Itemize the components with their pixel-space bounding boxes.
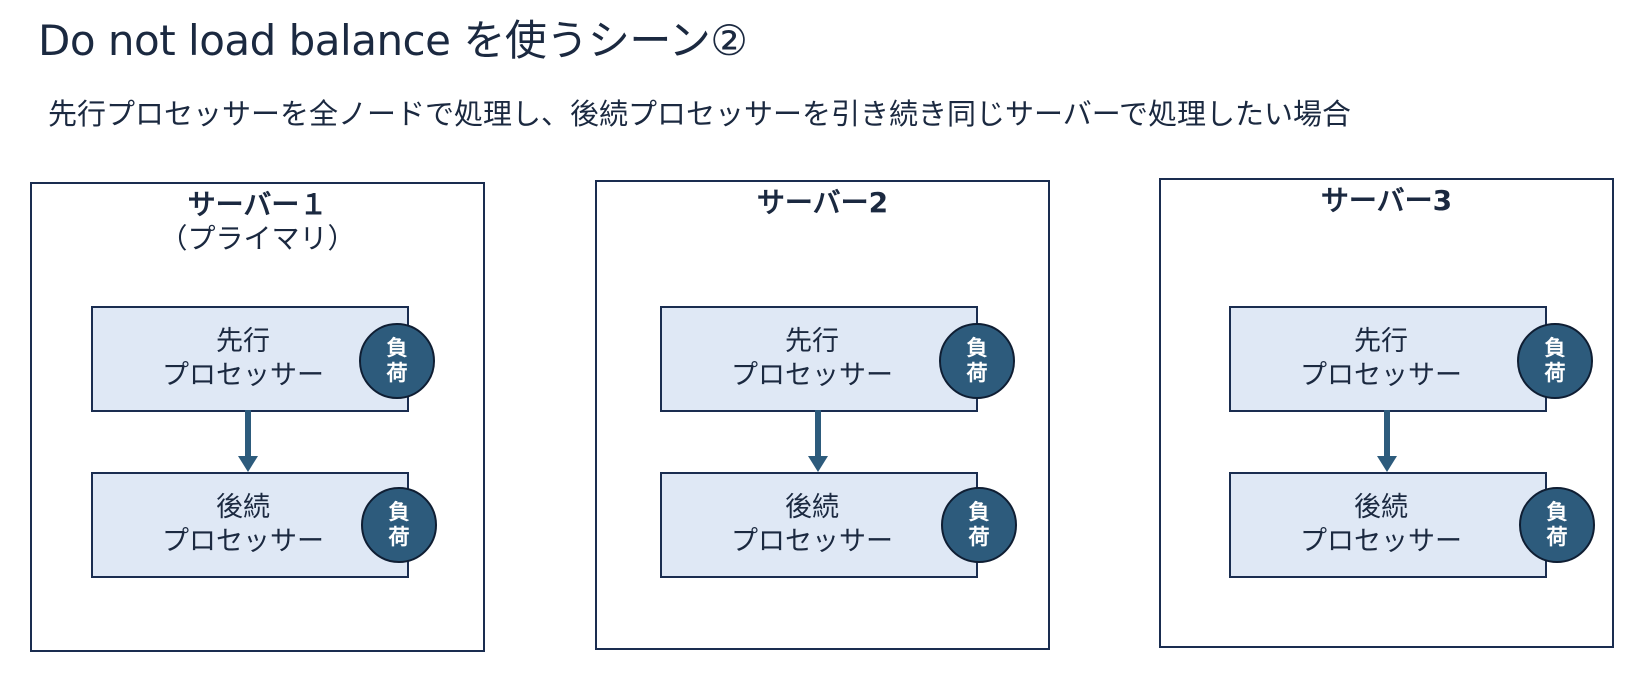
badge-char-1: 負 <box>968 500 990 524</box>
processor-label-line1: 先行 <box>785 326 839 357</box>
badge-char-1: 負 <box>1544 336 1566 360</box>
badge-char-2: 荷 <box>1544 361 1566 385</box>
processor-label-line2: プロセッサー <box>731 360 893 391</box>
processor-label-line2: プロセッサー <box>162 360 324 391</box>
load-badge: 負 荷 <box>1519 487 1595 563</box>
upstream-processor: 先行 プロセッサー <box>660 306 978 412</box>
load-badge: 負 荷 <box>361 487 437 563</box>
badge-char-2: 荷 <box>968 525 990 549</box>
processor-label-line1: 先行 <box>216 326 270 357</box>
server-title: サーバー１ <box>187 188 328 221</box>
flow-arrow-icon <box>238 410 258 472</box>
flow-arrow-icon <box>808 410 828 472</box>
processor-label-line1: 先行 <box>1354 326 1408 357</box>
processor-label-line2: プロセッサー <box>162 526 324 557</box>
processor-label-line2: プロセッサー <box>1300 360 1462 391</box>
server-title: サーバー2 <box>756 186 889 219</box>
processor-label-line1: 後続 <box>1354 492 1408 523</box>
processor-label-line1: 後続 <box>216 492 270 523</box>
badge-char-2: 荷 <box>1546 525 1568 549</box>
badge-char-1: 負 <box>1546 500 1568 524</box>
load-badge: 負 荷 <box>359 323 435 399</box>
flow-arrow-icon <box>1377 410 1397 472</box>
upstream-processor: 先行 プロセッサー <box>1229 306 1547 412</box>
processor-label-line2: プロセッサー <box>1300 526 1462 557</box>
server-title: サーバー3 <box>1320 184 1453 217</box>
badge-char-2: 荷 <box>388 525 410 549</box>
load-badge: 負 荷 <box>941 487 1017 563</box>
processor-label-line1: 後続 <box>785 492 839 523</box>
badge-char-1: 負 <box>966 336 988 360</box>
downstream-processor: 後続 プロセッサー <box>91 472 409 578</box>
badge-char-2: 荷 <box>386 361 408 385</box>
downstream-processor: 後続 プロセッサー <box>660 472 978 578</box>
processor-label-line2: プロセッサー <box>731 526 893 557</box>
server-subtitle: （プライマリ） <box>159 222 356 255</box>
load-badge: 負 荷 <box>1517 323 1593 399</box>
page-subtitle: 先行プロセッサーを全ノードで処理し、後続プロセッサーを引き続き同じサーバーで処理… <box>48 97 1351 131</box>
downstream-processor: 後続 プロセッサー <box>1229 472 1547 578</box>
badge-char-2: 荷 <box>966 361 988 385</box>
load-badge: 負 荷 <box>939 323 1015 399</box>
page-title: Do not load balance を使うシーン② <box>38 16 748 65</box>
badge-char-1: 負 <box>388 500 410 524</box>
badge-char-1: 負 <box>386 336 408 360</box>
